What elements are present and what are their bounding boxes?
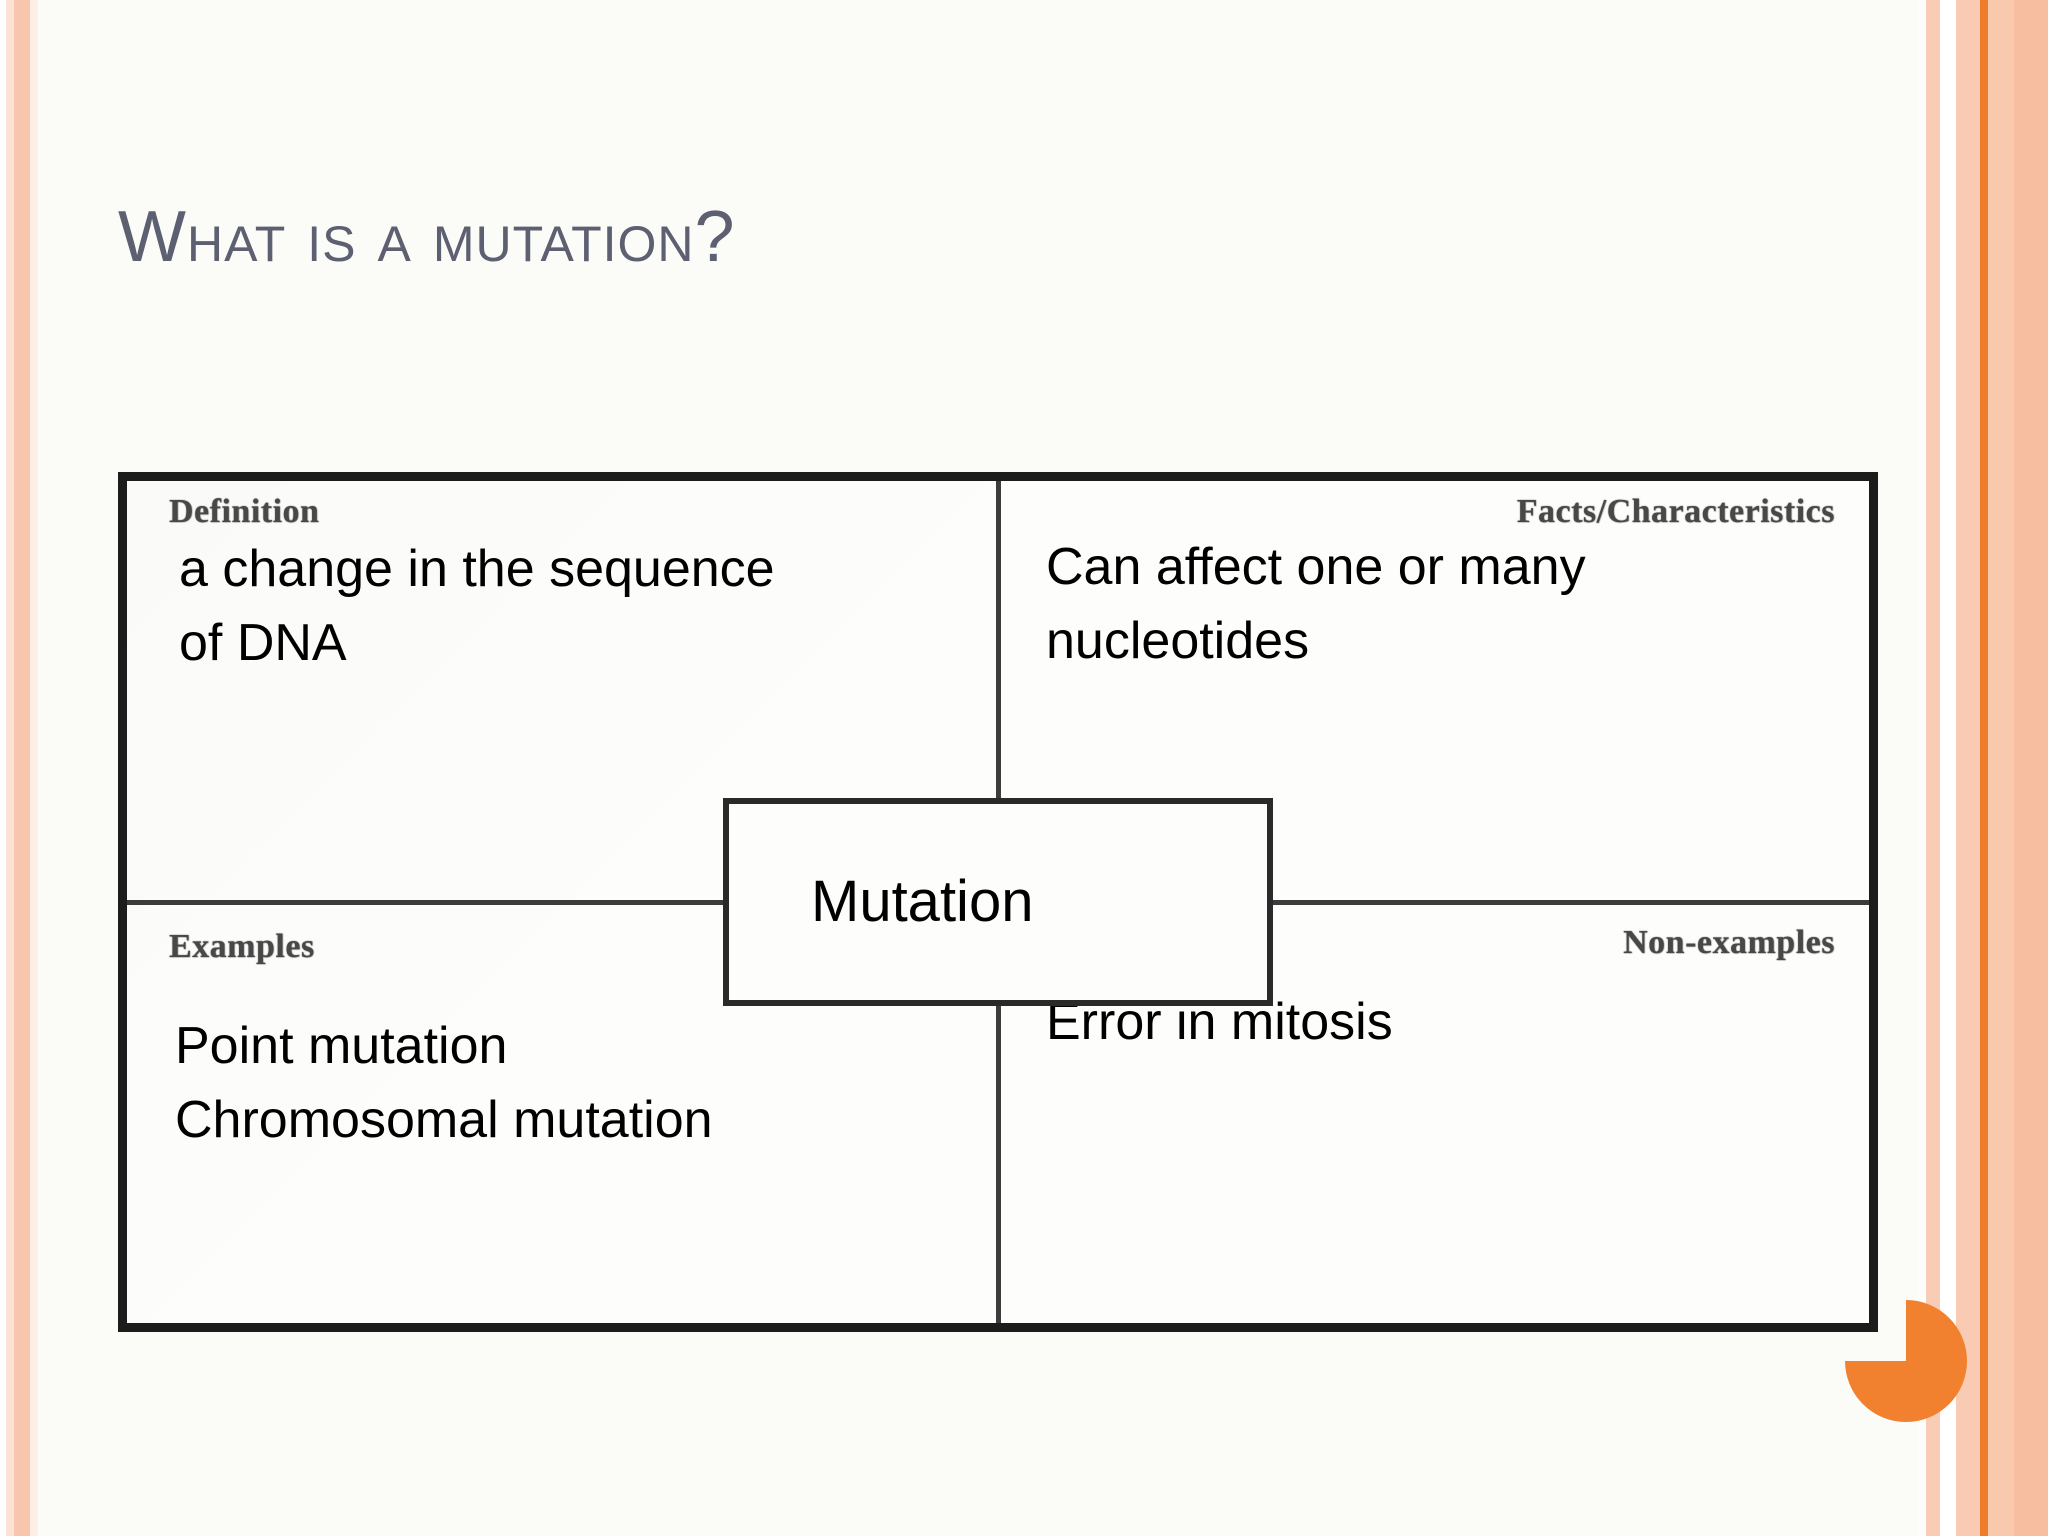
pie-quadrant-icon — [1845, 1300, 1967, 1422]
quadrant-definition-label: Definition — [169, 493, 320, 530]
quadrant-facts-line-2: nucleotides — [1046, 611, 1310, 670]
quadrant-examples-label: Examples — [169, 928, 315, 965]
quadrant-definition: Definition a change in the sequence of D… — [127, 481, 998, 902]
page-title: What is a mutation? — [118, 197, 736, 277]
center-term-box: Mutation — [723, 798, 1273, 1006]
quadrant-non-examples-label: Non-examples — [1623, 924, 1835, 961]
quadrant-definition-line-2: of DNA — [179, 613, 347, 672]
quadrant-facts: Facts/Characteristics Can affect one or … — [998, 481, 1869, 902]
quadrant-facts-line-1: Can affect one or many — [1046, 538, 1586, 596]
quadrant-facts-label: Facts/Characteristics — [1516, 493, 1835, 530]
left-edge-stripe — [0, 0, 46, 1536]
right-edge-stripe — [1918, 0, 2048, 1536]
quadrant-examples-line-1: Point mutation — [175, 1017, 508, 1075]
quadrant-examples-line-2: Chromosomal mutation — [175, 1090, 713, 1149]
frayer-model-diagram: Definition a change in the sequence of D… — [118, 472, 1878, 1332]
quadrant-examples: Examples Point mutation Chromosomal muta… — [127, 902, 998, 1323]
quadrant-definition-line-1: a change in the sequence — [179, 540, 775, 598]
quadrant-facts-body: Can affect one or many nucleotides — [1040, 531, 1835, 679]
quadrant-definition-body: a change in the sequence of DNA — [169, 533, 964, 681]
center-term-label: Mutation — [811, 869, 1034, 934]
quadrant-examples-body: Point mutation Chromosomal mutation — [169, 1010, 964, 1158]
